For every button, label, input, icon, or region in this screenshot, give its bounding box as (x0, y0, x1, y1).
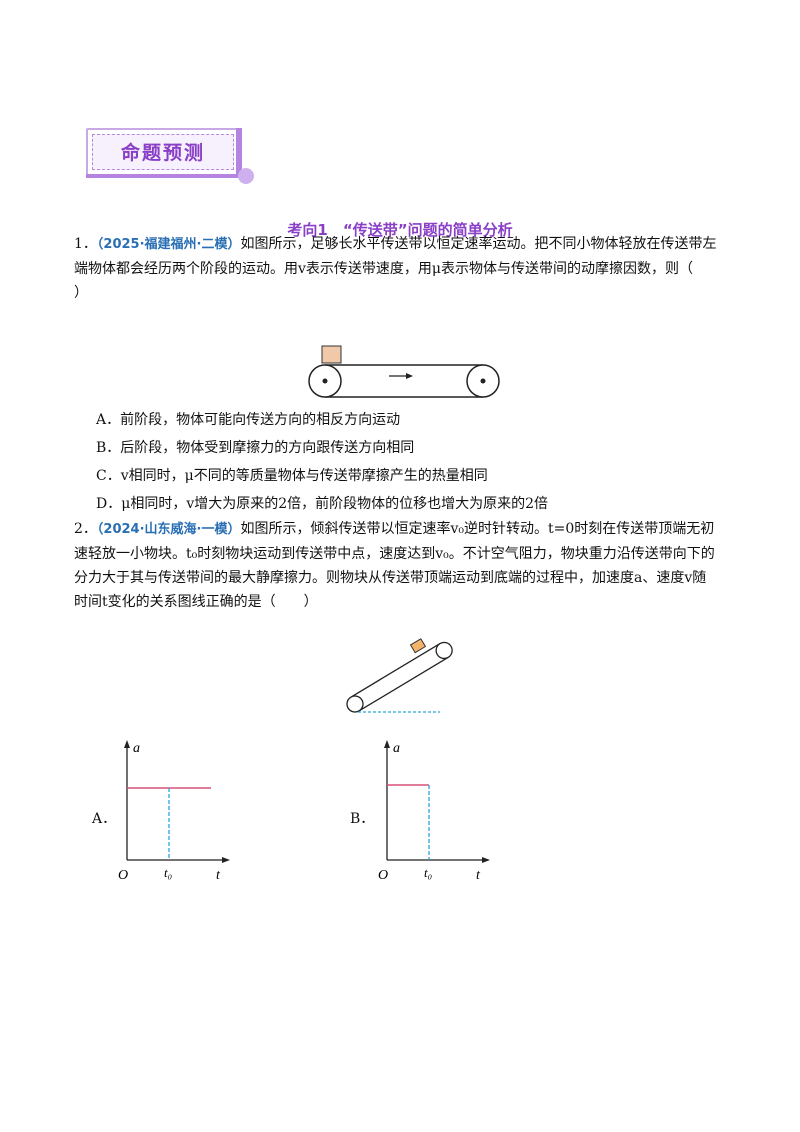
question-line: 端物体都会经历两个阶段的运动。用v表示传送带速度，用μ表示物体与传送带间的动摩擦… (74, 261, 694, 277)
origin-label: O (378, 868, 388, 883)
horizontal-conveyor-figure (308, 345, 500, 398)
option-b: B．后阶段，物体受到摩擦力的方向跟传送方向相同 (96, 440, 415, 456)
question-line: 速轻放一小物块。t₀时刻物块运动到传送带中点，速度达到v₀。不计空气阻力，物块重… (74, 546, 715, 562)
graph-b: a t O t₀ (378, 740, 490, 883)
option-c: C．v相同时，μ不同的等质量物体与传送带摩擦产生的热量相同 (96, 468, 488, 484)
banner-dot-decoration (238, 168, 254, 184)
graph-b-option: B． (350, 811, 375, 827)
direction-arrow-head (406, 373, 413, 379)
y-axis-arrow (124, 740, 130, 748)
question-line: 时间t变化的关系图线正确的是（ ） (74, 594, 318, 610)
question-source: （2025·福建福州·二模） (96, 237, 241, 252)
y-axis-label: a (133, 741, 140, 756)
question-line: ） (74, 285, 88, 301)
banner-title: 命题预测 (120, 142, 205, 164)
incline-belt-top (350, 643, 441, 698)
x-axis-label: t (476, 868, 481, 883)
banner-inner (92, 134, 234, 170)
question-source: （2024·山东威海·一模） (96, 522, 241, 537)
left-pulley-axle (322, 378, 328, 384)
block-on-incline (409, 638, 427, 654)
section-title: 考向1 “传送带”问题的简单分析 (287, 221, 513, 239)
graph-a: a t O t₀ (118, 740, 230, 883)
block-on-belt (321, 345, 342, 364)
banner-side-bar (236, 128, 242, 174)
y-axis-arrow (384, 740, 390, 748)
t0-tick-label: t₀ (424, 865, 432, 880)
right-pulley-axle (480, 378, 486, 384)
section-banner: 命题预测 (86, 128, 256, 184)
top-pulley (435, 641, 453, 660)
banner-bottom-bar (86, 174, 242, 178)
x-axis-label: t (216, 868, 221, 883)
incline-belt-bottom (358, 656, 449, 712)
question-number: 2． (74, 521, 97, 537)
origin-label: O (118, 868, 128, 883)
y-axis-label: a (393, 741, 400, 756)
question-number: 1． (74, 236, 97, 252)
x-axis-arrow (482, 857, 490, 863)
question-1-text: 1．（2025·福建福州·二模）如图所示，足够长水平传送带以恒定速率运动。把不同… (74, 232, 734, 305)
question-2-text: 2．（2024·山东威海·一模）如图所示，倾斜传送带以恒定速率v₀逆时针转动。t… (74, 517, 734, 614)
graph-a-option: A． (92, 811, 117, 827)
question-line: 分力大于其与传送带间的最大静摩擦力。则物块从传送带顶端运动到底端的过程中，加速度… (74, 570, 707, 586)
inclined-conveyor-figure (346, 638, 453, 713)
bottom-pulley (346, 695, 364, 713)
t0-tick-label: t₀ (164, 865, 172, 880)
option-a: A．前阶段，物体可能向传送方向的相反方向运动 (96, 412, 401, 428)
question-line: 如图所示，足够长水平传送带以恒定速率运动。把不同小物体轻放在传送带左 (240, 236, 717, 252)
question-line: 如图所示，倾斜传送带以恒定速率v₀逆时针转动。t=0时刻在传送带顶端无初 (240, 521, 715, 537)
option-d: D．μ相同时，v增大为原来的2倍，前阶段物体的位移也增大为原来的2倍 (96, 496, 549, 512)
x-axis-arrow (222, 857, 230, 863)
